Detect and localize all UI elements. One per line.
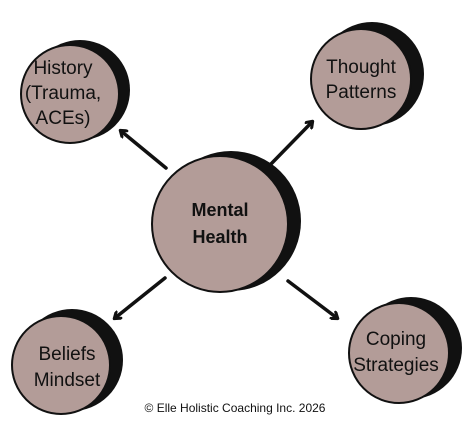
node-label-line: History xyxy=(33,58,93,79)
node-label-line: Coping xyxy=(366,329,426,350)
node-circle xyxy=(348,302,450,404)
copyright-notice: © Elle Holistic Coaching Inc. 2026 xyxy=(145,401,326,415)
node-label-line: Thought xyxy=(326,57,396,78)
arrow-to-thought-patterns xyxy=(269,122,312,166)
node-label-line: Beliefs xyxy=(38,344,95,365)
node-coping-strategies: Coping Strategies xyxy=(348,297,462,404)
arrow-to-history xyxy=(121,131,168,170)
node-label-line: Patterns xyxy=(326,82,397,103)
node-circle xyxy=(11,315,111,415)
node-label-line: Mindset xyxy=(34,370,101,391)
node-thought-patterns: Thought Patterns xyxy=(310,22,424,130)
node-label-line: ACEs) xyxy=(36,108,91,129)
node-beliefs-mindset: Beliefs Mindset xyxy=(11,309,123,415)
node-circle xyxy=(20,44,120,144)
node-history: History (Trauma, ACEs) xyxy=(20,40,130,144)
node-label-line: Health xyxy=(192,227,247,247)
node-mental-health: Mental Health xyxy=(151,151,301,293)
arrow-to-coping-strategies xyxy=(286,279,337,318)
node-label-line: (Trauma, xyxy=(25,83,101,104)
node-circle xyxy=(310,28,412,130)
node-label-line: Mental xyxy=(191,200,248,220)
arrow-to-beliefs xyxy=(115,276,167,318)
node-label-line: Strategies xyxy=(353,355,439,376)
node-circle xyxy=(151,155,289,293)
arrows xyxy=(115,122,337,318)
